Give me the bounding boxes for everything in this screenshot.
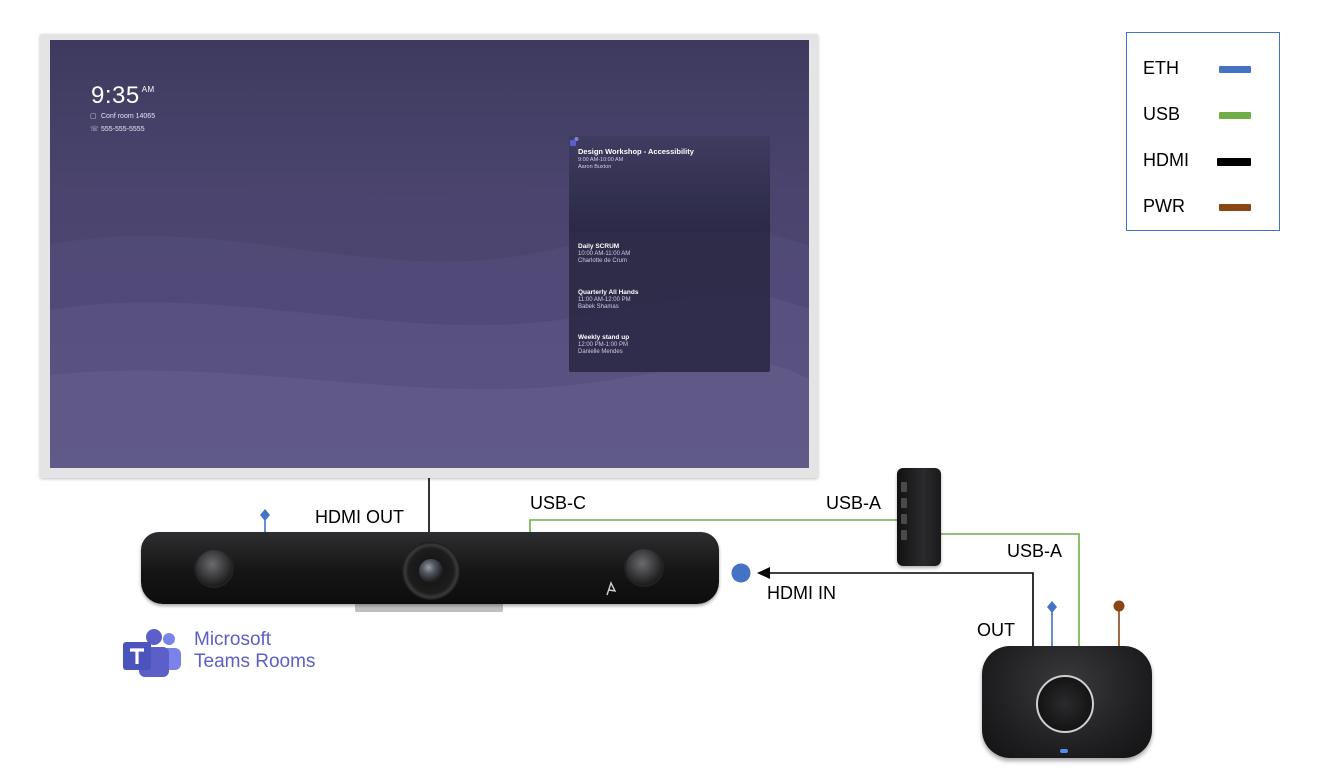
room-phone-text: 555-555-5555 [101, 126, 145, 133]
teams-wordmark-line2: Teams Rooms [194, 651, 316, 672]
meeting-item[interactable]: Quarterly All Hands 11:00 AM-12:00 PM Ba… [578, 289, 638, 312]
meeting-organizer: Charlotte de Crum [578, 258, 628, 264]
hub-port [901, 514, 907, 524]
meeting-title: Weekly stand up [578, 334, 630, 341]
meeting-organizer: Babek Shamas [578, 304, 619, 310]
usb-a-hub-label: USB-A [826, 493, 882, 513]
hdmi-in-label: HDMI IN [767, 583, 836, 603]
usb-hub [897, 468, 941, 566]
legend-swatch-eth [1219, 66, 1251, 73]
receiver-eth-connector-icon [1047, 601, 1057, 613]
teams-wordmark-line1: Microsoft [194, 629, 272, 650]
meeting-time: 12:00 PM-1:00 PM [578, 341, 629, 348]
current-meeting-card[interactable] [569, 136, 770, 232]
calendar-panel: Design Workshop - Accessibility 9:00 AM-… [569, 136, 770, 372]
hdmi-in-port [731, 563, 751, 583]
out-label: OUT [977, 620, 1015, 640]
hdmi-out-label: HDMI OUT [315, 507, 404, 527]
receiver-button [1036, 675, 1094, 733]
hub-port [901, 482, 907, 492]
hub-port [901, 498, 907, 508]
meeting-organizer: Danielle Mendes [578, 349, 623, 355]
current-meeting-organizer: Aaron Buxton [578, 164, 612, 170]
phone-icon: ☏ [90, 126, 99, 133]
meeting-title: Daily SCRUM [578, 243, 620, 250]
room-phone: ☏555-555-5555 [90, 125, 145, 133]
legend-swatch-pwr [1219, 204, 1251, 211]
meeting-item[interactable]: Daily SCRUM 10:00 AM-11:00 AM Charlotte … [578, 243, 630, 266]
meeting-title: Quarterly All Hands [578, 289, 639, 296]
usb-c-label: USB-C [530, 493, 587, 513]
legend-label-pwr: PWR [1143, 196, 1185, 216]
room-name-text: Conf room 14065 [101, 113, 156, 120]
teams-rooms-wordmark: Microsoft Teams Rooms [194, 629, 315, 673]
meeting-item[interactable]: Weekly stand up 12:00 PM-1:00 PM Daniell… [578, 334, 629, 357]
receiver-status-led [1060, 749, 1068, 753]
room-icon: ▢ [90, 113, 97, 120]
usb-c-cable [529, 519, 897, 534]
hub-port [901, 530, 907, 540]
poly-logo-icon [606, 581, 617, 596]
soundbar-eth-connector-icon [260, 509, 270, 521]
meeting-time: 11:00 AM-12:00 PM [578, 296, 631, 303]
hdmi-arrow-icon [757, 567, 770, 579]
legend-label-usb: USB [1143, 104, 1181, 124]
clock-ampm: AM [141, 85, 155, 94]
clock-time-value: 9:35 [91, 82, 140, 109]
legend-label-hdmi: HDMI [1143, 150, 1189, 170]
current-meeting-title: Design Workshop - Accessibility [578, 147, 694, 156]
right-speaker [626, 549, 662, 585]
usb-a-cable [941, 533, 1080, 649]
microsoft-teams-icon [123, 629, 181, 677]
usb-a-receiver-label: USB-A [1007, 541, 1063, 561]
left-speaker [196, 550, 232, 586]
current-meeting-time: 9:00 AM-10:00 AM [578, 157, 624, 163]
camera-lens [419, 559, 443, 583]
legend-swatch-usb [1219, 112, 1251, 119]
power-plug-icon [1113, 600, 1125, 612]
legend-swatch-hdmi [1217, 158, 1251, 166]
legend-label-eth: ETH [1143, 58, 1179, 78]
meeting-time: 10:00 AM-11:00 AM [578, 250, 631, 257]
legend: ETH USB HDMI PWR [1126, 32, 1280, 231]
teams-mini-icon [570, 137, 579, 146]
hdmi-in-cable [768, 572, 1034, 649]
room-name: ▢ Conf room 14065 [90, 112, 155, 120]
